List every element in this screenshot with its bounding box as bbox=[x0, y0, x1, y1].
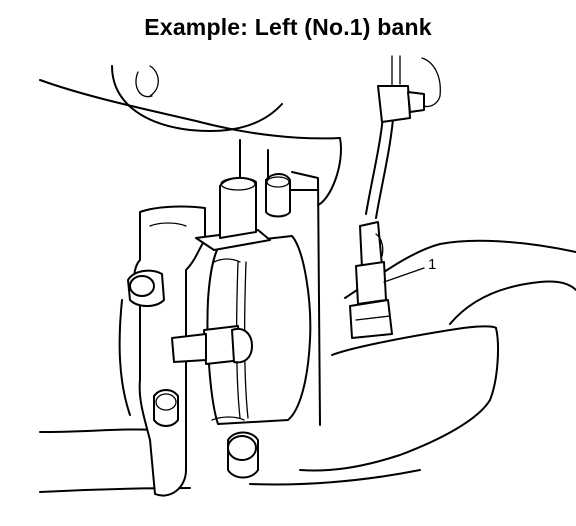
left-bolt bbox=[127, 269, 165, 307]
callout-1-leader bbox=[383, 267, 425, 283]
canister-top-fitting bbox=[195, 176, 271, 251]
diagram-title: Example: Left (No.1) bank bbox=[144, 14, 432, 40]
engine-block-outline bbox=[39, 65, 342, 426]
lower-bolts bbox=[153, 389, 259, 479]
sensor-assembly bbox=[349, 55, 441, 339]
canister-bolt bbox=[171, 325, 253, 365]
callout-1-label: 1 bbox=[428, 256, 437, 273]
upper-stud bbox=[265, 173, 291, 218]
